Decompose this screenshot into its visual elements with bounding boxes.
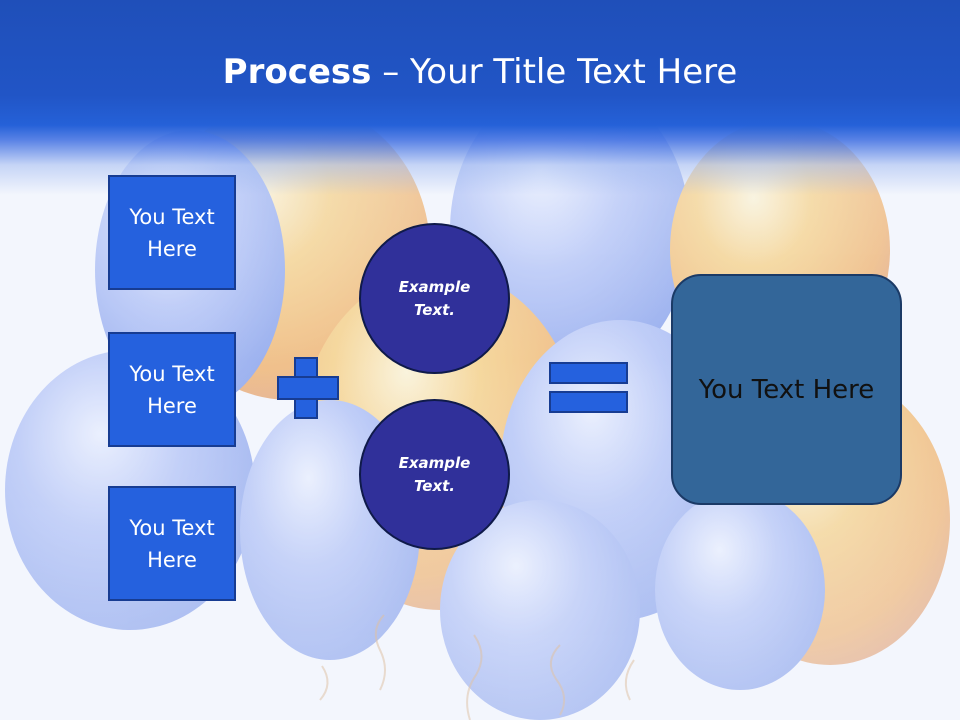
title-rest-part: Your Title Text Here <box>410 52 738 92</box>
example-circle-2-label: Example Text. <box>398 453 471 495</box>
text-box-3-label: You Text Here <box>129 515 215 572</box>
example-circle-1[interactable]: Example Text. <box>359 223 510 374</box>
text-box-1-label: You Text Here <box>129 204 215 261</box>
plus-center <box>296 378 316 398</box>
example-circle-2[interactable]: Example Text. <box>359 399 510 550</box>
text-box-2[interactable]: You Text Here <box>108 332 236 447</box>
text-box-3[interactable]: You Text Here <box>108 486 236 601</box>
text-box-2-label: You Text Here <box>129 361 215 418</box>
result-box[interactable]: You Text Here <box>671 274 902 505</box>
title-bold-part: Process <box>222 52 372 92</box>
slide-title[interactable]: Process – Your Title Text Here <box>0 52 960 92</box>
title-separator: – <box>371 52 411 92</box>
equals-bottom-bar <box>549 391 628 413</box>
example-circle-1-label: Example Text. <box>398 277 471 319</box>
text-box-1[interactable]: You Text Here <box>108 175 236 290</box>
equals-top-bar <box>549 362 628 384</box>
result-box-label: You Text Here <box>698 374 875 405</box>
title-bar <box>0 0 960 195</box>
